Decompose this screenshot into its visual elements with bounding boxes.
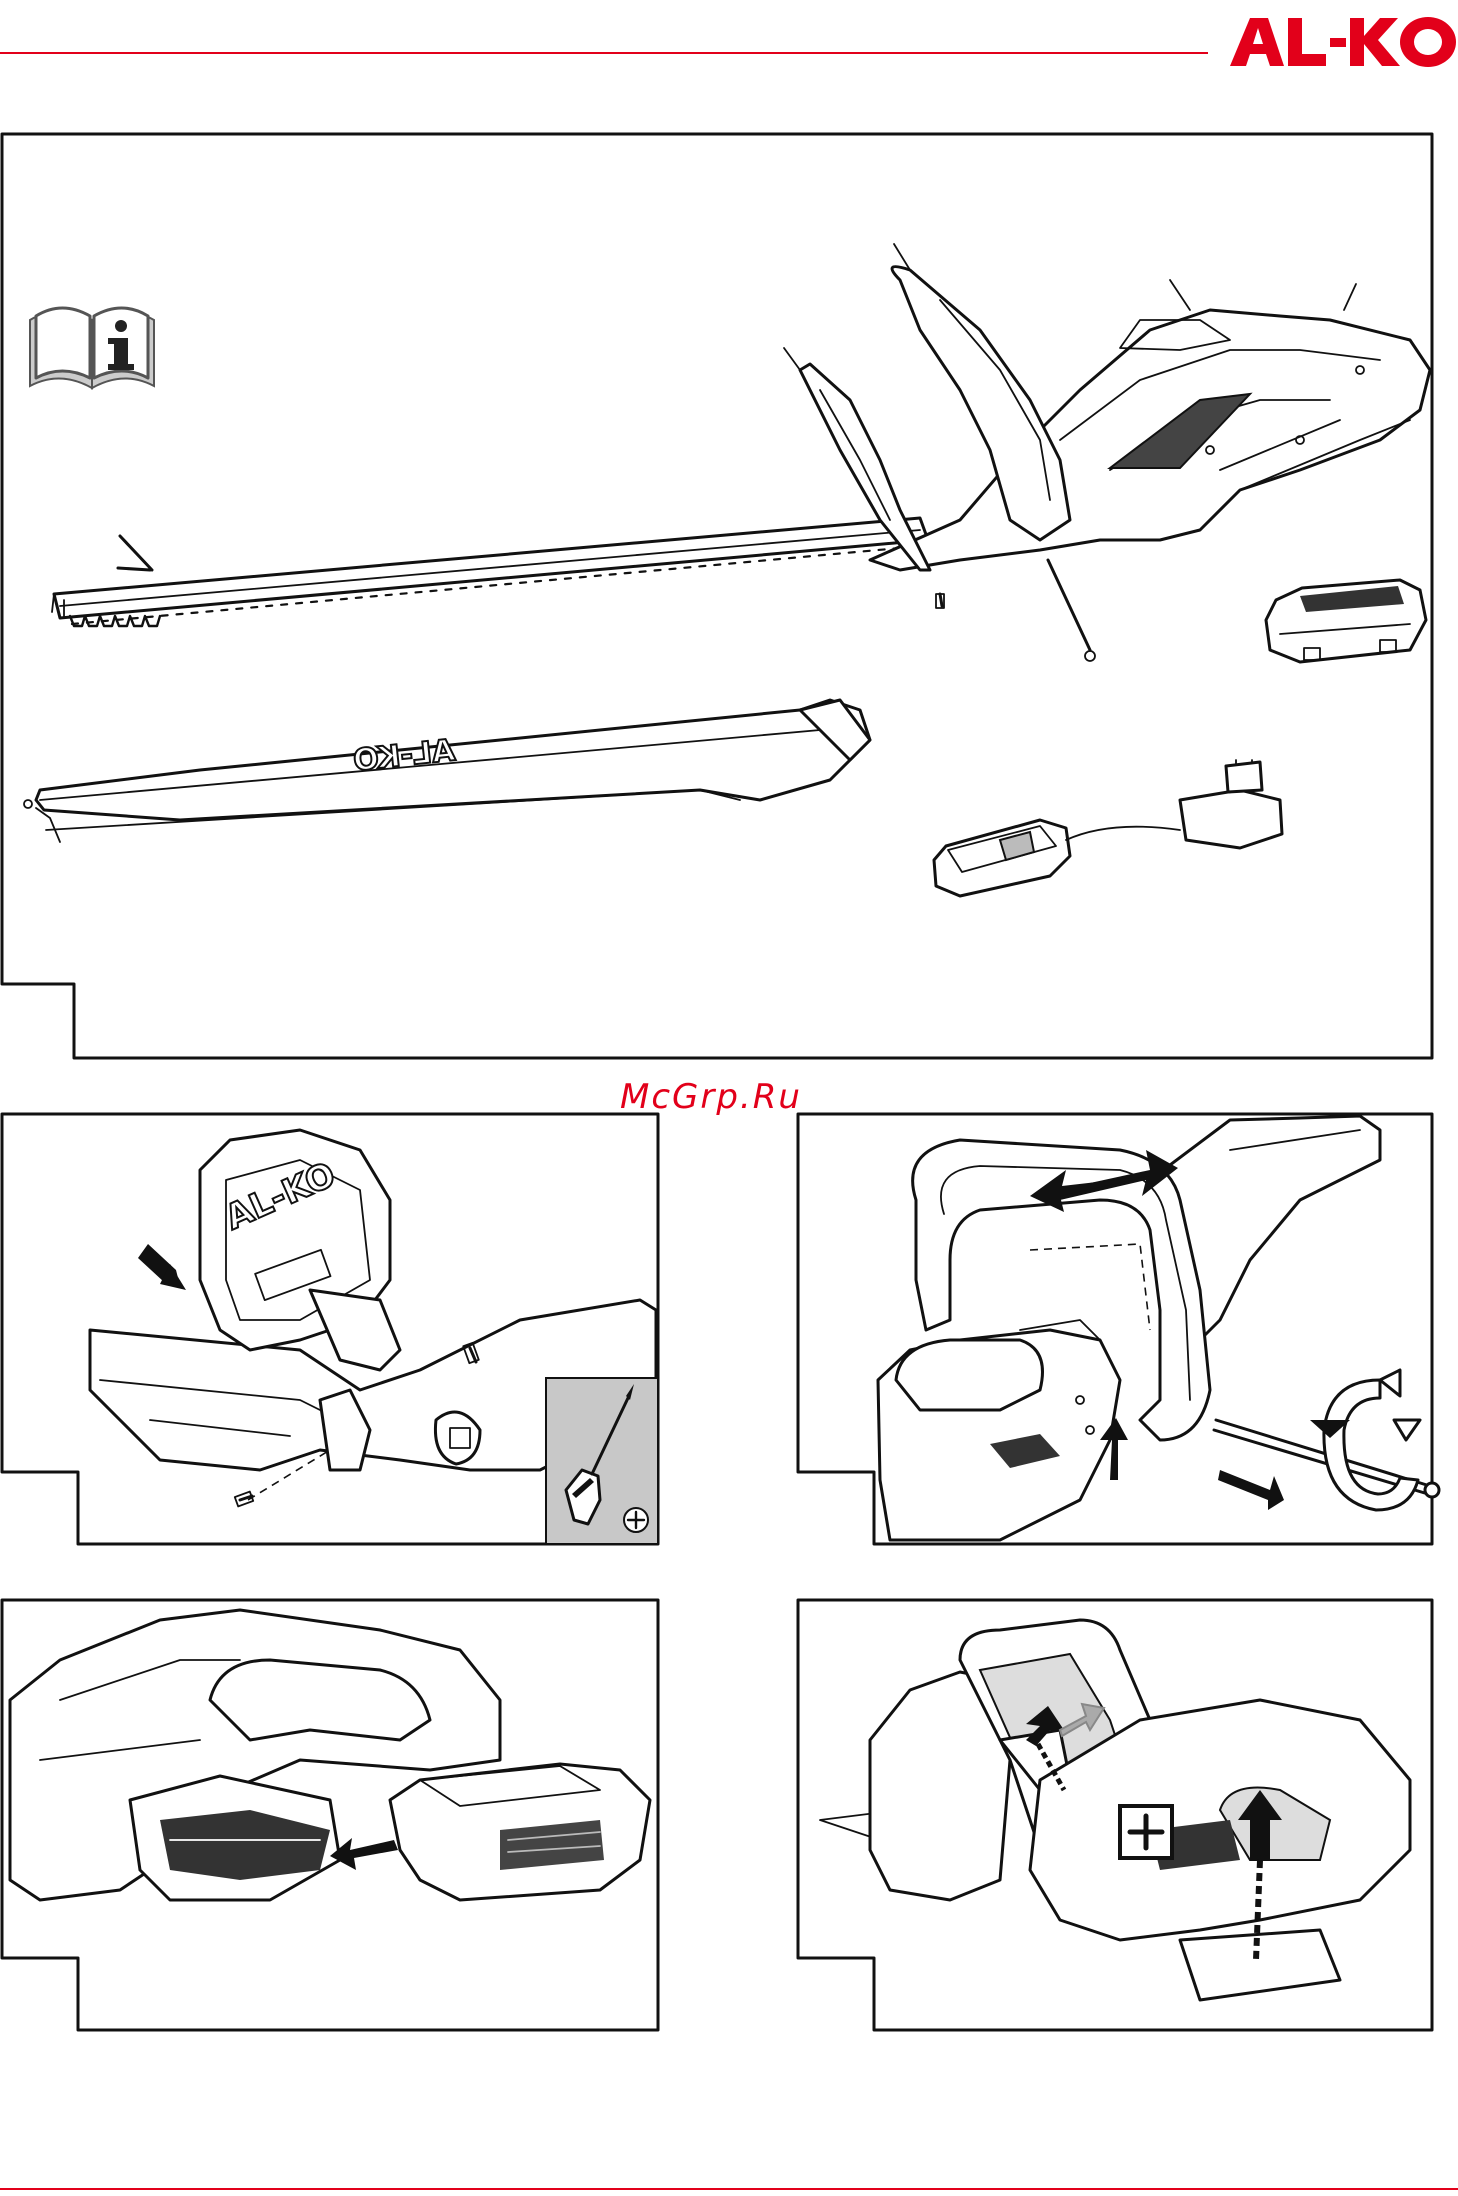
rotate-arrows-icon bbox=[1310, 1370, 1420, 1510]
battery-figure bbox=[2, 1600, 658, 2030]
manual-info-icon bbox=[30, 308, 154, 388]
cutting-blade bbox=[52, 518, 928, 626]
handle-figure bbox=[798, 1114, 1439, 1544]
battery-pack bbox=[1266, 580, 1426, 662]
plus-button-icon bbox=[1120, 1806, 1172, 1858]
battery-charger bbox=[934, 760, 1282, 896]
handguard-figure: AL-KO bbox=[2, 1114, 658, 1544]
blade-cover: AL-KO bbox=[24, 700, 870, 842]
phillips-screwdriver-icon bbox=[546, 1378, 658, 1544]
switch-figure bbox=[798, 1600, 1432, 2030]
overview-figure: AL-KO bbox=[2, 134, 1432, 1058]
